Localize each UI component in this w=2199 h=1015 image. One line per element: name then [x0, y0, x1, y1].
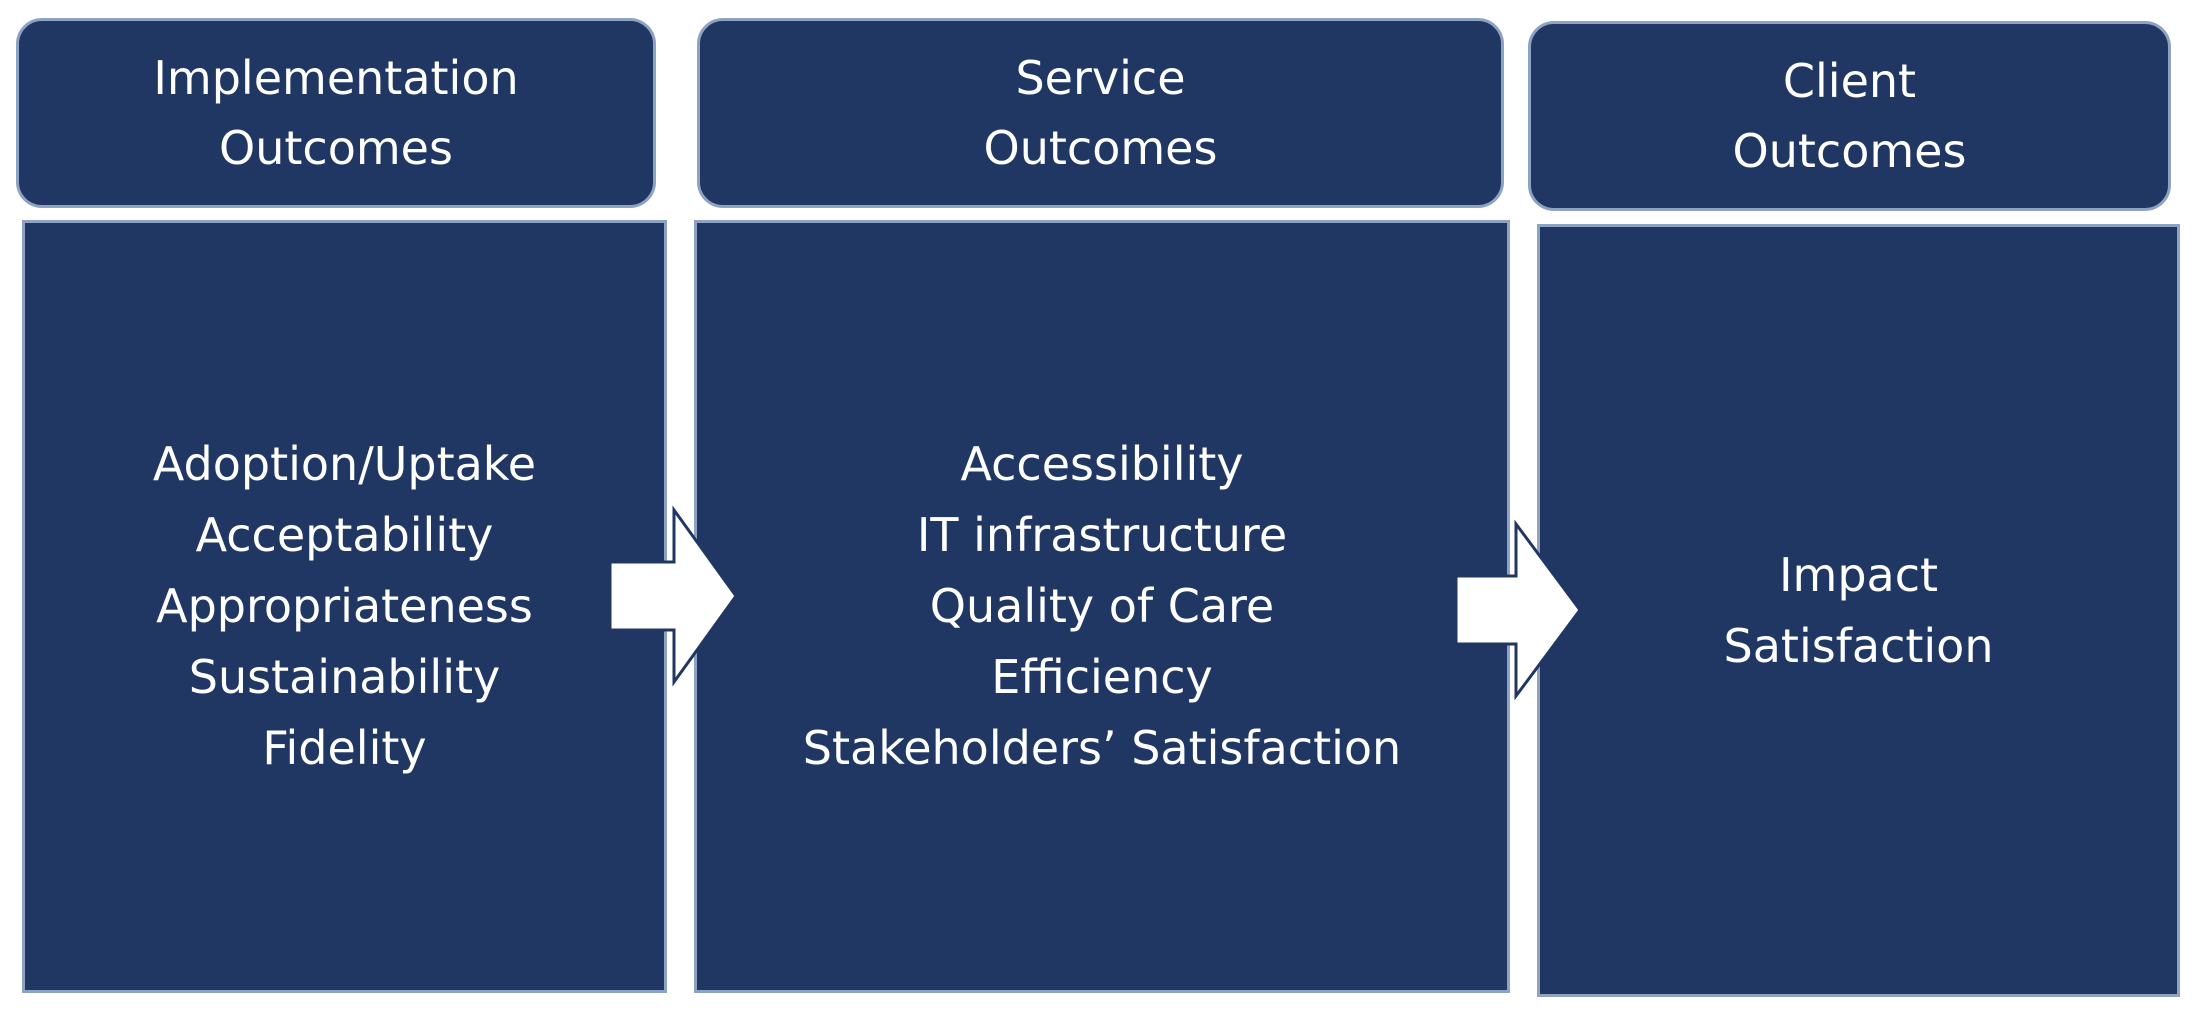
- list-item: Efficiency: [991, 650, 1213, 704]
- service-outcomes-box: Accessibility IT infrastructure Quality …: [694, 220, 1510, 993]
- list-item: Impact: [1778, 547, 1939, 602]
- header-line: Outcomes: [219, 121, 453, 175]
- service-outcomes-header: Service Outcomes: [697, 18, 1504, 208]
- client-outcomes-box: Impact Satisfaction: [1537, 224, 2180, 997]
- list-item: Accessibility: [960, 437, 1244, 491]
- list-item: Adoption/Uptake: [152, 437, 537, 491]
- list-item: Appropriateness: [156, 579, 533, 633]
- implementation-outcomes-box: Adoption/Uptake Acceptability Appropriat…: [22, 220, 667, 993]
- list-item: IT infrastructure: [916, 508, 1288, 562]
- list-item: Sustainability: [188, 650, 501, 704]
- list-item: Satisfaction: [1723, 618, 1994, 673]
- right-arrow-icon: [608, 505, 738, 687]
- list-item: Fidelity: [262, 721, 427, 775]
- list-item: Quality of Care: [929, 579, 1275, 633]
- header-line: Service: [1015, 51, 1186, 105]
- list-item: Stakeholders’ Satisfaction: [802, 721, 1402, 775]
- implementation-outcomes-header: Implementation Outcomes: [16, 18, 656, 208]
- header-line: Outcomes: [1732, 124, 1967, 178]
- right-arrow-icon: [1454, 519, 1582, 701]
- header-line: Implementation: [153, 51, 519, 105]
- client-outcomes-header: Client Outcomes: [1528, 21, 2171, 211]
- list-item: Acceptability: [195, 508, 494, 562]
- header-line: Client: [1782, 54, 1917, 108]
- header-line: Outcomes: [983, 121, 1218, 175]
